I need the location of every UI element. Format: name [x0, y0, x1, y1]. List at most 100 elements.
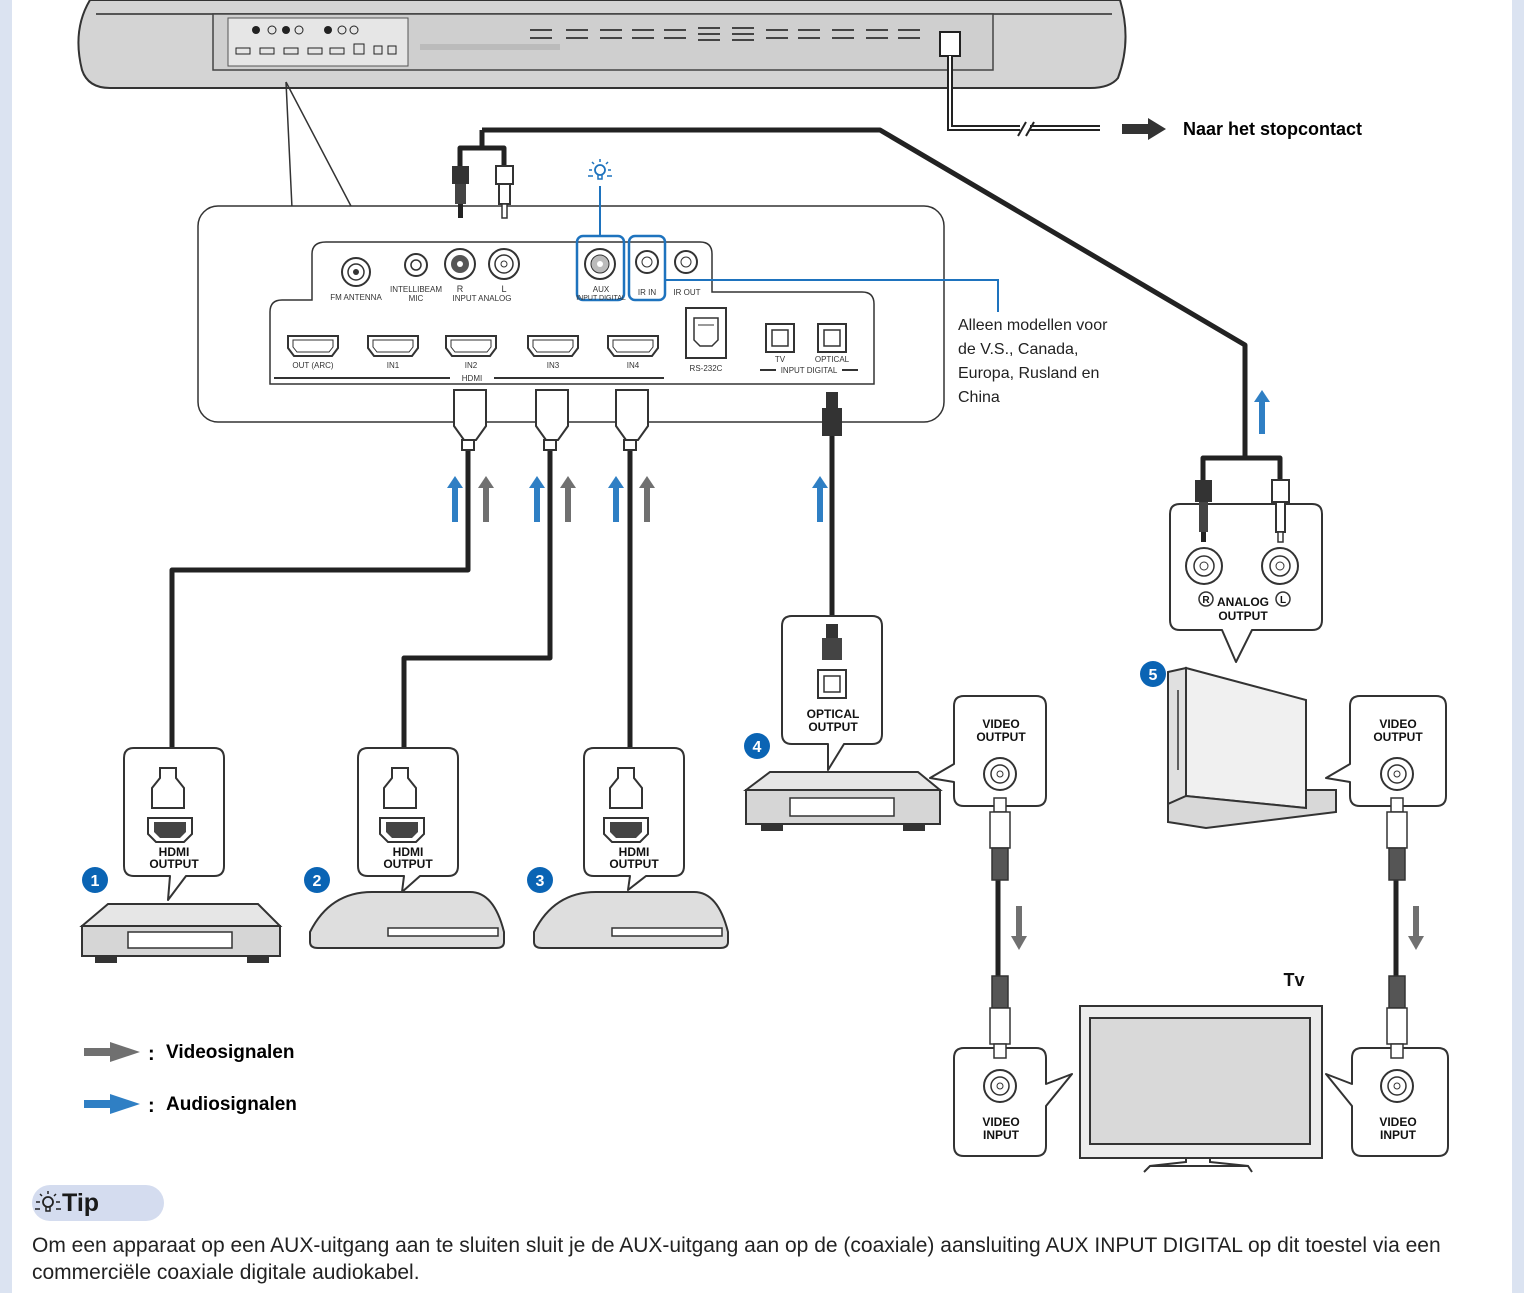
label-in1: IN1 [387, 361, 400, 370]
marker-4: 4 [744, 733, 770, 759]
video-arrow-down-left [1011, 906, 1027, 950]
label-video-output-right-b: OUTPUT [1373, 730, 1423, 744]
legend-audio-arrow [84, 1094, 140, 1114]
video-jacks [983, 757, 1414, 1103]
label-analog-output-a: ANALOG [1217, 595, 1269, 609]
label-input-digital: INPUT DIGITAL [781, 366, 838, 375]
marker-5: 5 [1140, 661, 1166, 687]
tv-label: Tv [1283, 970, 1304, 990]
legend-video-label: Videosignalen [166, 1042, 294, 1063]
label-mic: MIC [409, 294, 424, 303]
video-cable-plugs [989, 797, 1408, 1059]
label-analog-l: L [501, 284, 506, 294]
model-note-line-3: Europa, Rusland en [958, 365, 1099, 382]
label-ir-out: IR OUT [673, 288, 700, 297]
label-l-mark: L [1280, 595, 1286, 606]
label-tv-port: TV [775, 355, 786, 364]
numbered-markers: 1 2 3 4 5 [82, 661, 1166, 893]
marker-3: 3 [527, 867, 553, 893]
device-labels: HDMI OUTPUT HDMI OUTPUT HDMI OUTPUT OPTI… [149, 595, 1423, 1142]
video-arrow-hdmi3 [639, 476, 655, 522]
tip-bulb-icon [35, 1191, 61, 1212]
label-optical-port: OPTICAL [815, 355, 850, 364]
audio-arrow-optical [812, 476, 828, 522]
label-video-output-right-a: VIDEO [1379, 717, 1416, 731]
device-2-console [309, 891, 505, 949]
label-input-analog: INPUT ANALOG [453, 294, 512, 303]
optical-output-port [817, 624, 847, 699]
mains-label: Naar het stopcontact [1183, 119, 1362, 139]
label-optical-output-a: OPTICAL [807, 707, 860, 721]
model-note: Alleen modellen voor de V.S., Canada, Eu… [958, 317, 1108, 406]
marker-3-text: 3 [536, 873, 545, 890]
label-video-output-left-b: OUTPUT [976, 730, 1026, 744]
soundbar-rear [77, 0, 1127, 89]
label-hdmi-output-1a: HDMI [159, 845, 190, 859]
model-note-line-2: de V.S., Canada, [958, 341, 1078, 358]
label-hdmi-output-3b: OUTPUT [609, 857, 659, 871]
label-intellibeam: INTELLIBEAM [390, 285, 442, 294]
label-video-output-left-a: VIDEO [982, 717, 1019, 731]
label-rs232c: RS-232C [690, 364, 723, 373]
tip-title: Tip [62, 1189, 100, 1217]
audio-arrow-hdmi1 [447, 476, 463, 522]
tv-set [1079, 1005, 1323, 1173]
tip-text: Om een apparaat op een AUX-uitgang aan t… [32, 1234, 1441, 1284]
ir-highlight-line [665, 279, 999, 312]
audio-arrow-analog [1254, 390, 1270, 434]
model-note-line-1: Alleen modellen voor [958, 317, 1108, 334]
label-out-arc: OUT (ARC) [292, 361, 334, 370]
label-optical-output-b: OUTPUT [808, 720, 858, 734]
marker-1-text: 1 [91, 873, 100, 890]
label-hdmi-output-2a: HDMI [393, 845, 424, 859]
callout-lines [285, 81, 353, 209]
device-3-console [533, 891, 729, 949]
label-video-input-left-a: VIDEO [982, 1115, 1019, 1129]
label-video-input-right-a: VIDEO [1379, 1115, 1416, 1129]
video-arrow-hdmi2 [560, 476, 576, 522]
right-margin-bar [1512, 0, 1524, 1293]
panel-labels: FM ANTENNA INTELLIBEAM MIC R L INPUT ANA… [292, 284, 849, 383]
marker-2: 2 [304, 867, 330, 893]
label-ir-in: IR IN [638, 288, 656, 297]
legend-audio-separator: : [148, 1095, 155, 1117]
marker-5-text: 5 [1149, 667, 1158, 684]
label-hdmi-output-1b: OUTPUT [149, 857, 199, 871]
marker-4-text: 4 [753, 739, 762, 756]
connector-panel [197, 205, 945, 423]
video-arrow-hdmi1 [478, 476, 494, 522]
model-note-line-4: China [958, 389, 1000, 406]
bulb-icon [588, 159, 612, 180]
label-in4: IN4 [627, 361, 640, 370]
left-margin-bar [0, 0, 12, 1293]
signal-arrows [447, 390, 1424, 950]
hdmi-plugs-panel [453, 389, 649, 451]
audio-arrow-hdmi2 [529, 476, 545, 522]
label-hdmi-output-3a: HDMI [619, 845, 650, 859]
hdmi-output-ports [147, 767, 649, 843]
legend-audio-label: Audiosignalen [166, 1094, 297, 1115]
diagram-canvas: Naar het stopcontact [77, 0, 1449, 1173]
label-analog-output-b: OUTPUT [1218, 609, 1268, 623]
audio-arrow-hdmi3 [608, 476, 624, 522]
label-analog-r: R [457, 284, 464, 294]
optical-plug-panel [822, 392, 842, 436]
label-aux: AUX [593, 285, 610, 294]
device-4-player [743, 771, 943, 831]
device-5-console [1167, 666, 1337, 830]
marker-1: 1 [82, 867, 108, 893]
label-hdmi: HDMI [462, 374, 482, 383]
label-aux-input-digital: INPUT DIGITAL [576, 295, 626, 302]
legend: : Videosignalen : Audiosignalen [84, 1042, 297, 1117]
video-arrow-down-right [1408, 906, 1424, 950]
tip-badge [32, 1185, 164, 1221]
legend-video-arrow [84, 1042, 140, 1062]
label-in2: IN2 [465, 361, 478, 370]
marker-2-text: 2 [313, 873, 322, 890]
label-r-mark: R [1202, 595, 1210, 606]
analog-output-jacks [1185, 479, 1299, 607]
label-fm-antenna: FM ANTENNA [330, 293, 382, 302]
label-video-input-left-b: INPUT [983, 1128, 1020, 1142]
label-video-input-right-b: INPUT [1380, 1128, 1417, 1142]
